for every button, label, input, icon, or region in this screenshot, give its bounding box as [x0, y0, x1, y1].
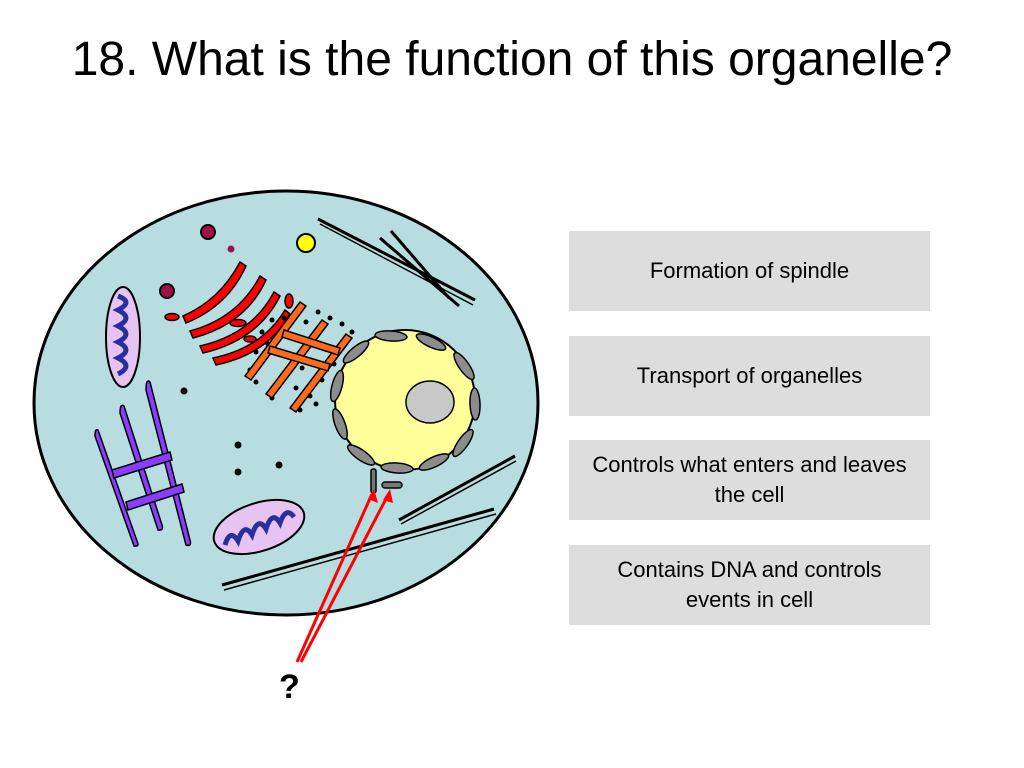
arrowheads — [368, 489, 393, 503]
pointer-arrows — [295, 493, 390, 663]
nucleus — [329, 329, 481, 474]
slide-title: 18. What is the function of this organel… — [71, 33, 953, 86]
answer-option-transport[interactable]: Transport of organelles — [569, 336, 930, 416]
nucleolus — [405, 380, 455, 424]
answer-option-label: Transport of organelles — [636, 363, 863, 388]
answer-option-label: Formation of spindle — [649, 258, 850, 283]
question-mark-label: ? — [279, 668, 300, 706]
free-ribosomes — [180, 387, 283, 476]
answer-option-membrane[interactable]: Controls what enters and leaves the cell — [569, 440, 930, 520]
mitochondrion — [212, 498, 306, 556]
peroxisome — [296, 233, 316, 253]
smooth-er — [94, 380, 192, 547]
centrioles — [370, 468, 403, 494]
cytoskeleton-fibers — [221, 217, 517, 591]
rough-er — [243, 300, 355, 414]
vesicle — [227, 245, 235, 253]
answer-option-label: Controls what enters and leaves the cell — [592, 452, 907, 507]
answer-option-label: Contains DNA and controls events in cell — [617, 557, 882, 612]
answer-option-nucleus[interactable]: Contains DNA and controls events in cell — [569, 545, 930, 625]
lysosome — [200, 224, 216, 240]
cell-membrane — [32, 189, 540, 617]
mitochondrion — [105, 286, 141, 388]
answer-option-spindle[interactable]: Formation of spindle — [569, 231, 930, 311]
golgi-apparatus — [164, 260, 294, 366]
vesicle — [159, 283, 175, 299]
